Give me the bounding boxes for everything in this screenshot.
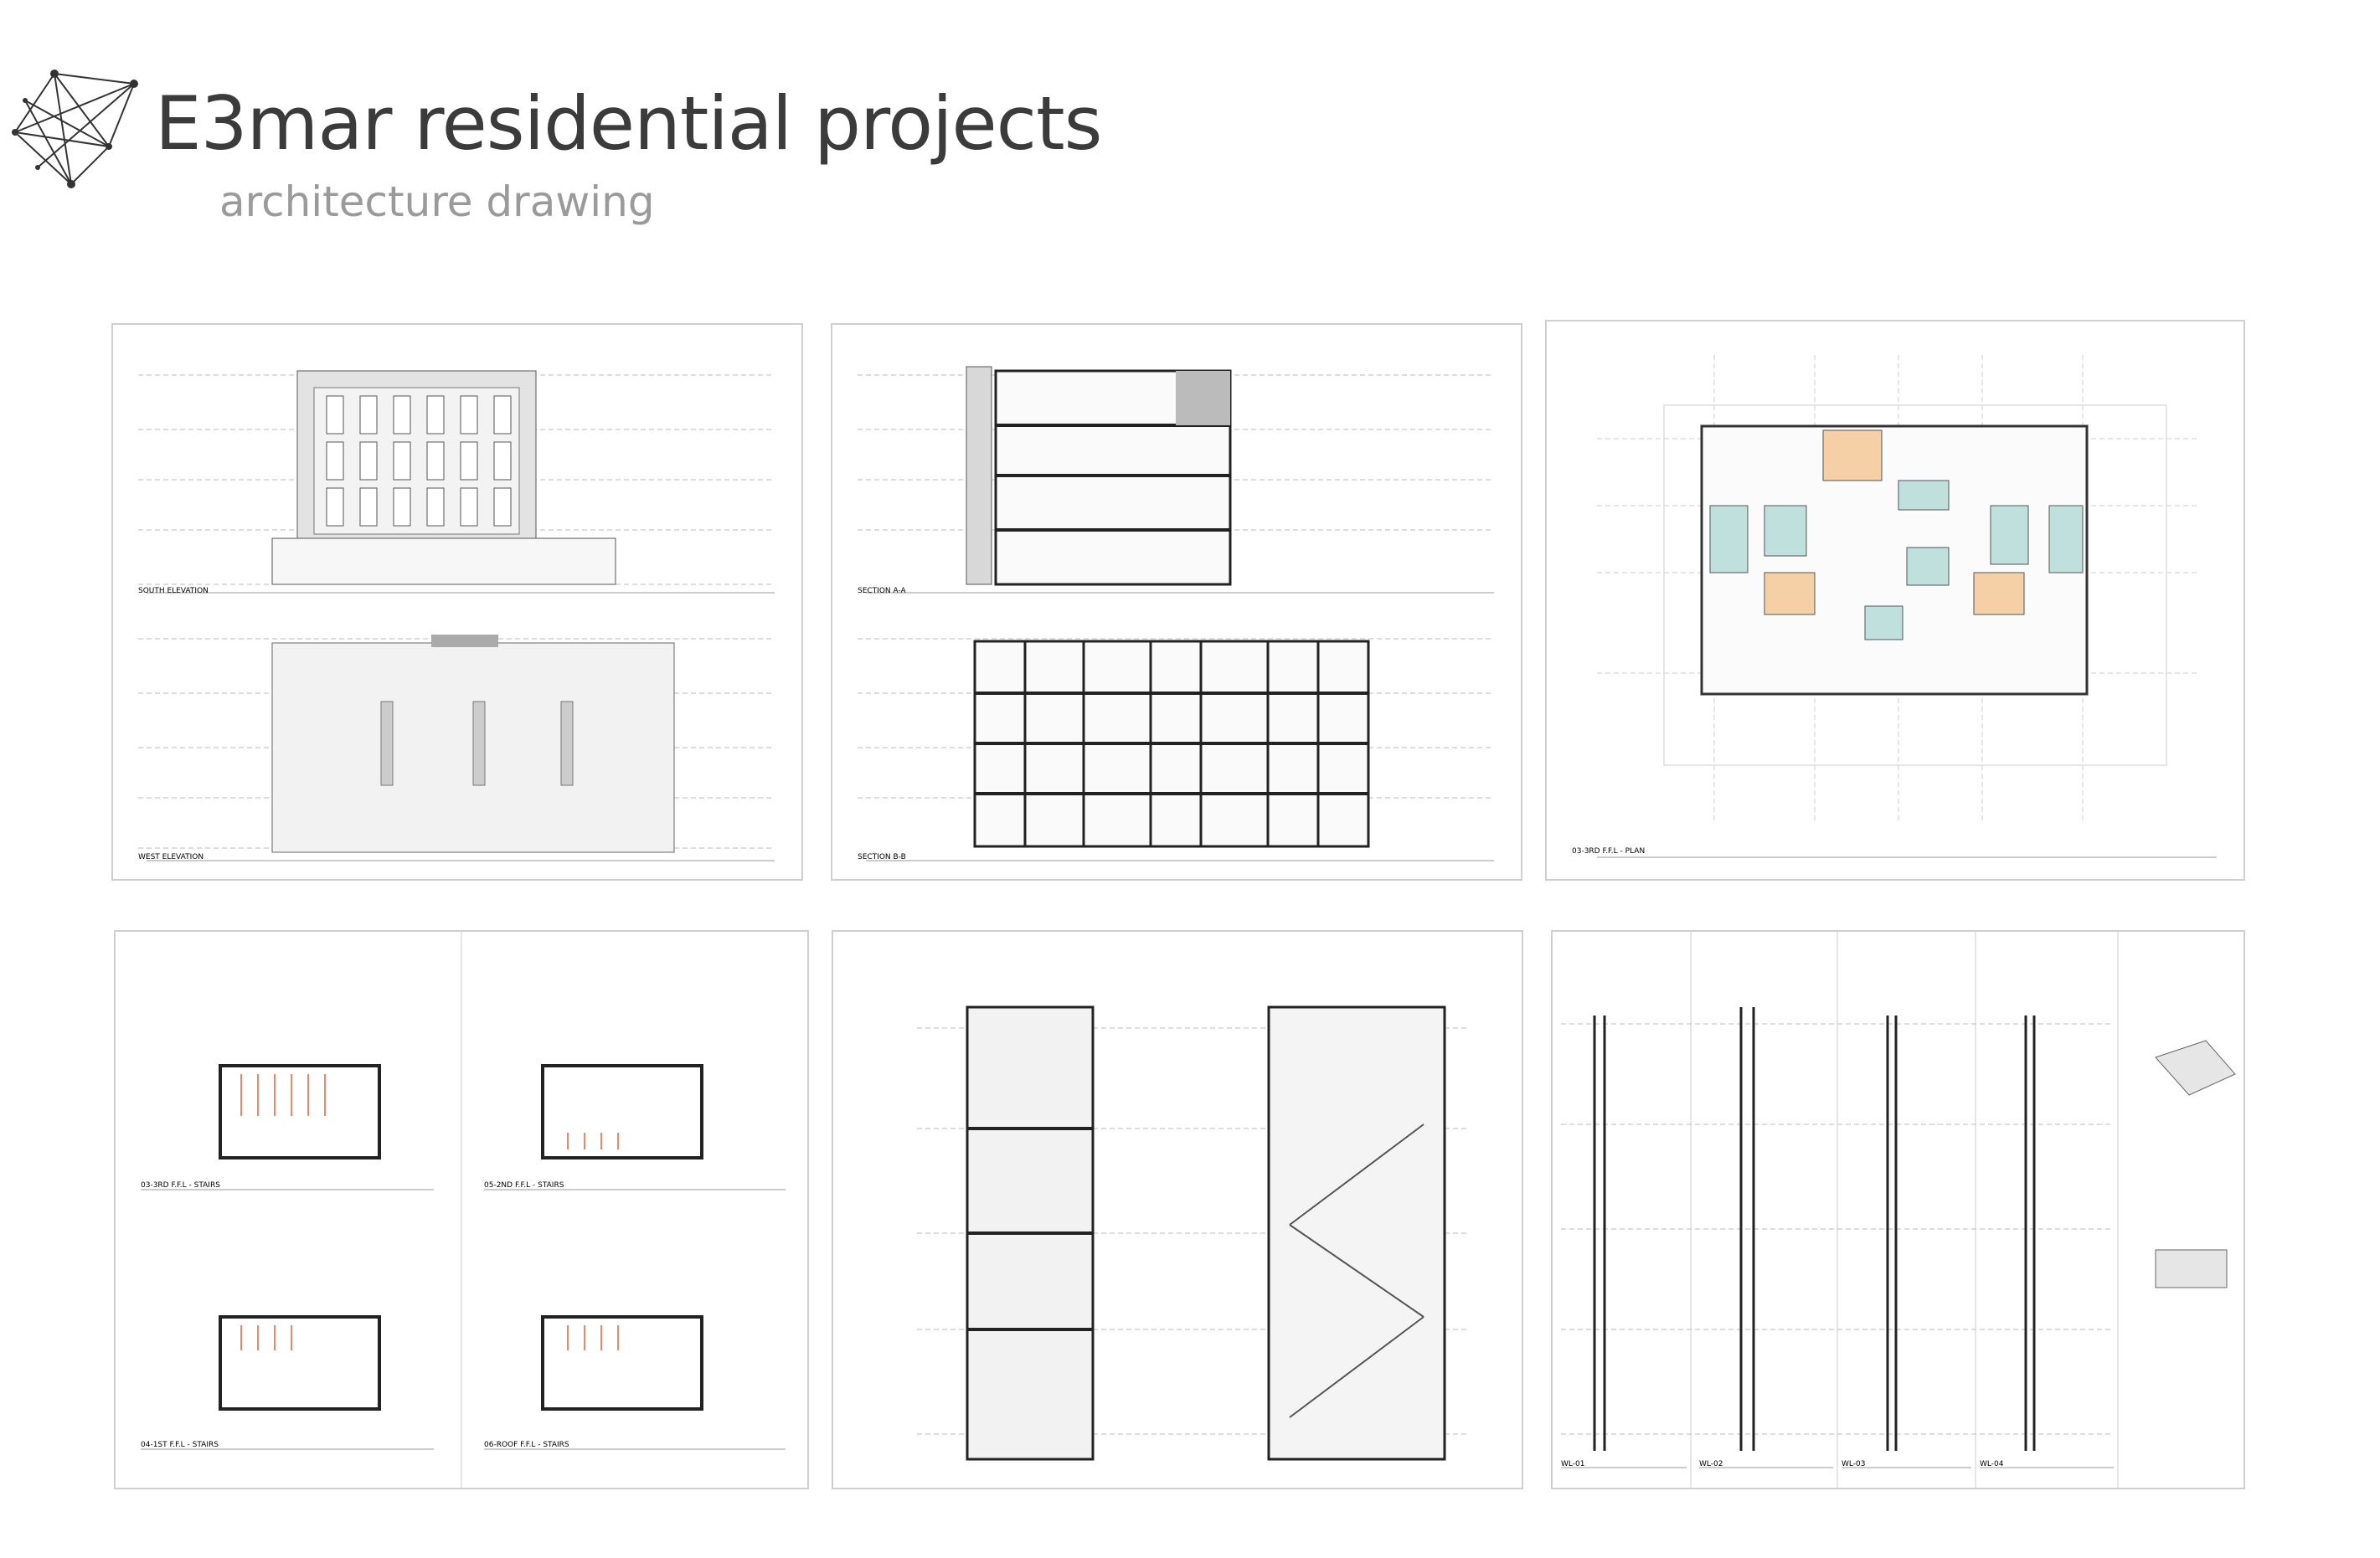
view-title-stairs-3rd: 03-3RD F.F.L - STAIRS	[141, 1181, 220, 1190]
view-title-section-a: SECTION A-A	[858, 587, 907, 595]
stair-sections-drawing	[917, 1005, 1470, 1461]
view-title-stairs-2nd: 05-2ND F.F.L - STAIRS	[484, 1181, 564, 1190]
elevations-drawing: SOUTH ELEVATION WEST ELEVATION	[138, 370, 775, 861]
sheet-sections: SECTION A-A SECTION B-B	[831, 323, 1522, 881]
view-title-wl-04: WL-04	[1980, 1460, 2004, 1468]
view-title-plan: 03-3RD F.F.L - PLAN	[1572, 847, 1645, 856]
view-title-section-b: SECTION B-B	[858, 853, 906, 861]
view-title-west-elevation: WEST ELEVATION	[138, 853, 203, 861]
page-header: E3mar residential projects architecture …	[0, 0, 1102, 226]
sheet-floor-plan: 03-3RD F.F.L - PLAN	[1545, 320, 2245, 881]
sheet-stair-sections	[832, 930, 1523, 1489]
sections-drawing: SECTION A-A SECTION B-B	[858, 366, 1494, 861]
sheet-wall-sections: WL-01 WL-02 WL-03 WL-04	[1551, 930, 2245, 1489]
sheet-stair-plans: 03-3RD F.F.L - STAIRS 05-2ND F.F.L - STA…	[114, 930, 809, 1489]
page-title: E3mar residential projects	[155, 80, 1102, 167]
sheet-elevations: SOUTH ELEVATION WEST ELEVATION	[111, 323, 803, 881]
view-title-stairs-1st: 04-1ST F.F.L - STAIRS	[141, 1441, 219, 1449]
floor-plan-drawing: 03-3RD F.F.L - PLAN	[1572, 355, 2217, 858]
wall-sections-drawing: WL-01 WL-02 WL-03 WL-04	[1561, 932, 2236, 1488]
view-title-stairs-roof: 06-ROOF F.F.L - STAIRS	[484, 1441, 569, 1449]
page-subtitle: architecture drawing	[219, 177, 655, 226]
logo-wireframe-icon	[12, 69, 138, 188]
view-title-wl-02: WL-02	[1699, 1460, 1723, 1468]
view-title-wl-01: WL-01	[1561, 1460, 1584, 1468]
view-title-wl-03: WL-03	[1842, 1460, 1865, 1468]
view-title-south-elevation: SOUTH ELEVATION	[138, 587, 209, 595]
stair-plans-drawing: 03-3RD F.F.L - STAIRS 05-2ND F.F.L - STA…	[141, 932, 786, 1488]
